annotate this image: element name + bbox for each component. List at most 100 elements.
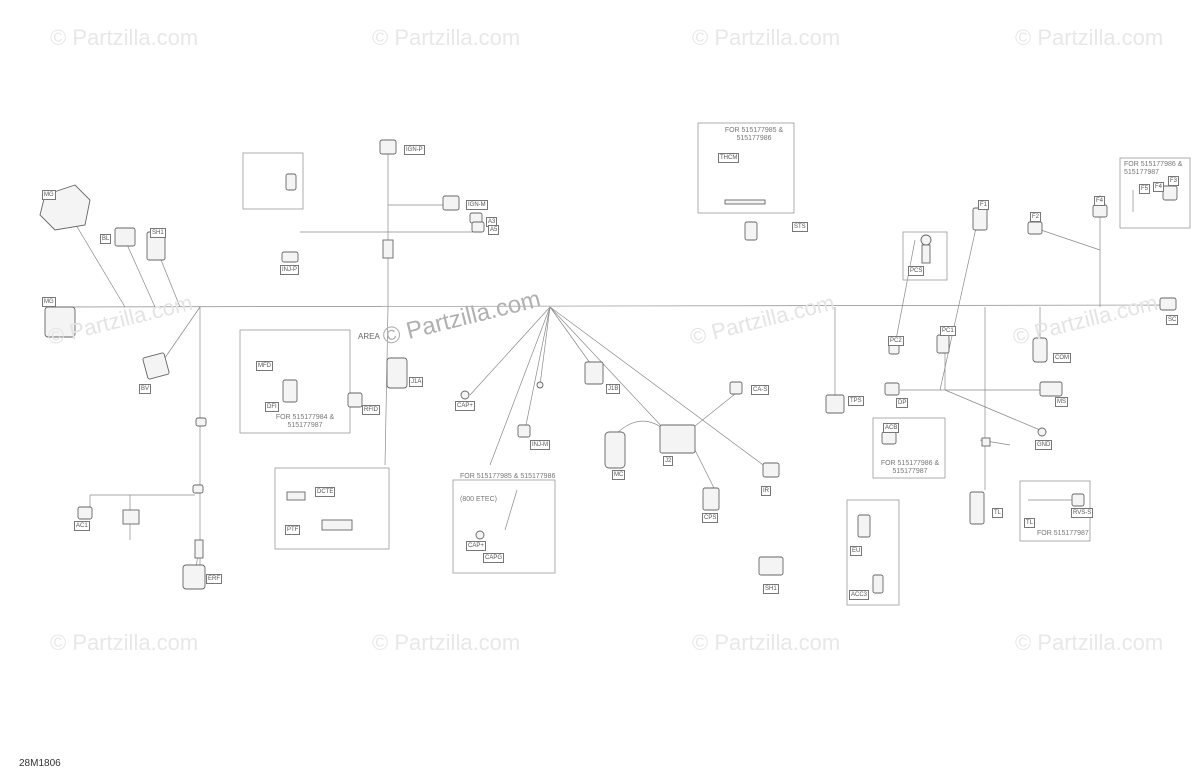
fuse-block-center [382,239,394,259]
box-subtitle: (800 ETEC) [460,496,497,503]
label-j1a: J1A [409,377,424,387]
plug-low [192,484,204,494]
bv-connector [142,352,170,380]
label-rfid: RFID [362,405,380,415]
inj-m-connector [517,424,531,438]
a5-connector [471,221,485,233]
inj-p-connector [281,251,299,263]
rvs-s-connector [1071,493,1085,507]
sts-connector [744,221,758,241]
label-mc: MC [612,470,626,480]
f2-connector [1027,221,1043,235]
label-rvs-s: RVS-S [1071,508,1094,518]
ign-p-connector [379,139,397,155]
watermark: © Partzilla.com [50,25,198,50]
label-inj-m: INJ-M [530,440,550,450]
sh1b-connector [758,556,784,576]
label-f4: F4 [1094,196,1106,206]
label-f1: F1 [978,200,990,210]
box-title: FOR 515177986 & 515177987 [880,460,940,475]
label-bl: BL [100,234,112,244]
label-tps: TPS [848,396,864,406]
label-inj-p: INJ-P [280,265,299,275]
box-title: FOR 515177985 & 515177986 [460,473,556,480]
dcte-box-part [286,491,306,501]
watermark: © Partzilla.com [692,630,840,655]
label-bv: BV [139,384,152,394]
eu-connector [857,514,871,538]
label-com: COM [1053,353,1071,363]
box-title: FOR 515177985 & 515177986 [724,127,784,142]
com-connector [1032,337,1048,363]
label-mg: MG [42,297,56,307]
box-title: FOR 515177986 & 515177987 [1124,161,1183,176]
label-sh1: SH1 [150,228,166,238]
box-fuses [1119,157,1191,229]
erf-inline-fuse [194,539,204,559]
mg-left-connector [44,306,76,338]
sc-connector [1159,297,1177,311]
label-thcm: THCM [718,153,740,163]
label-ign-p: IGN-P [404,145,425,155]
rfid-box-connector [282,379,298,403]
detail-box-top-left [242,152,304,210]
mc-connector [604,431,626,469]
label-cps: CPS [702,513,719,523]
watermark: © Partzilla.com [687,290,837,350]
watermark: © Partzilla.com [1015,630,1163,655]
ms-connector [1039,381,1063,397]
tps-connector [825,394,845,414]
main-trunk-line [54,304,1166,308]
watermark: © Partzilla.com [50,630,198,655]
j2-connector [659,424,696,454]
label-mfd: MFD [256,361,273,371]
acb-relay [981,437,991,447]
label-pc1: PC1 [940,326,956,336]
ir-connector [762,462,780,478]
label-f3: F3 [1168,176,1180,186]
dp-connector [884,382,900,396]
detail-top-part [285,173,297,191]
label-erf: ERF [206,574,222,584]
label-mg: MG [42,190,56,200]
box-eu-acc3 [846,499,900,606]
thcm-strip [724,199,766,205]
label-cap-plus: CAP+ [455,401,475,411]
label-sts: STS [792,222,808,232]
f4-connector [1092,204,1108,218]
box-title: FOR 515177987 [1037,530,1089,537]
label-acb: ACB [883,423,900,433]
label-ign-m: IGN-M [466,200,488,210]
dcte-fuse [321,519,353,531]
pcs-ring [920,234,932,246]
box-515177984-987 [239,329,351,434]
cap-plus-terminal [460,390,470,400]
label-f2: F2 [1030,212,1042,222]
detail-box-dcte [274,467,390,550]
watermark: © Partzilla.com [692,25,840,50]
label-j2: J2 [663,456,674,466]
capg-terminal [475,530,485,540]
label-pc2: PC2 [888,336,904,346]
rfid-connector [347,392,363,408]
plug-mid [195,417,207,427]
j1b-connector [584,361,604,385]
f3-connector [1162,185,1178,201]
f1-connector [972,207,988,231]
box-pcs [902,231,948,281]
box-title: FOR 515177984 & 515177987 [275,414,335,429]
label-f4: F4 [1153,182,1165,192]
ign-m-connector [442,195,460,211]
ca-s-connector [729,381,743,395]
watermark: © Partzilla.com [372,630,520,655]
ac1-connector [77,506,93,520]
label-gnd: GND [1035,440,1053,450]
label-j1b: J1B [606,384,621,394]
label-ms: MS [1055,397,1068,407]
label-cap-plus2: CAP+ [466,541,486,551]
label-area: AREA [358,332,380,341]
a3-connector [469,212,483,224]
label-pcs: PCS [908,266,925,276]
pcs-body [921,244,931,264]
